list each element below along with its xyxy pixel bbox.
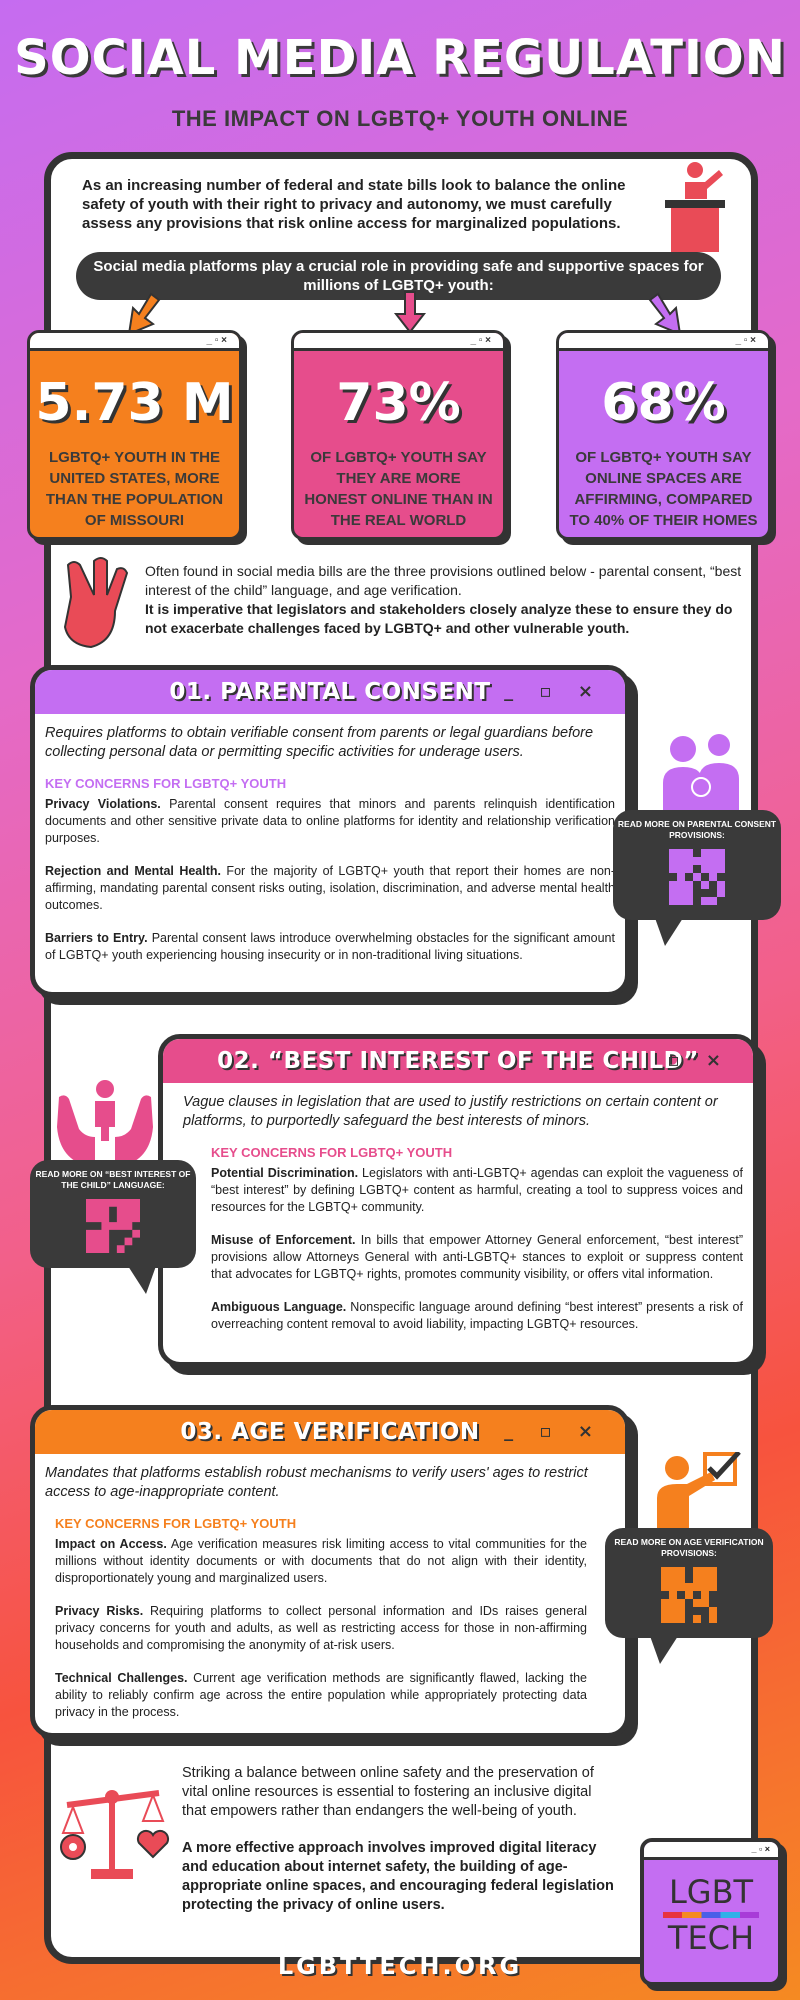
provisions-intro-bold: It is imperative that legislators and st… <box>145 601 733 636</box>
concern-item: Rejection and Mental Health. For the maj… <box>45 864 616 912</box>
section-description: Mandates that platforms establish robust… <box>45 1465 588 1500</box>
concern-item: Impact on Access. Age verification measu… <box>55 1537 587 1585</box>
key-concerns-label: KEY CONCERNS FOR LGBTQ+ YOUTH <box>211 1145 453 1160</box>
window-controls: _ ▫ × <box>559 333 768 351</box>
window-controls: _ ▫ × <box>632 1050 731 1071</box>
section-header: 03. AGE VERIFICATION _ ▫ × <box>35 1410 625 1454</box>
window-controls: _ ▫ × <box>504 681 603 702</box>
section-description: Requires platforms to obtain verifiable … <box>45 725 594 760</box>
page-title: SOCIAL MEDIA REGULATION <box>14 30 786 86</box>
section-header: 01. PARENTAL CONSENT _ ▫ × <box>35 670 625 714</box>
read-more-bubble: READ MORE ON AGE VERIFICATION PROVISIONS… <box>605 1528 773 1638</box>
logo-line-2: TECH <box>667 1919 755 1957</box>
rainbow-stripe <box>663 1912 759 1918</box>
section-title: 03. AGE VERIFICATION <box>180 1419 480 1445</box>
concern-item: Privacy Violations. Parental consent req… <box>45 797 615 845</box>
read-more-label: READ MORE ON AGE VERIFICATION PROVISIONS… <box>614 1537 764 1558</box>
concern-item: Technical Challenges. Current age verifi… <box>55 1671 587 1719</box>
person-checkbox-icon <box>657 1452 741 1528</box>
read-more-bubble: READ MORE ON “BEST INTEREST OF THE CHILD… <box>30 1160 196 1268</box>
arrow-down-icon <box>393 291 427 334</box>
qr-code-icon[interactable] <box>669 849 725 905</box>
arrow-down-icon <box>127 292 161 336</box>
parent-child-icon <box>663 734 739 813</box>
lgbt-tech-logo: _ ▫ × LGBT TECH <box>640 1838 782 1986</box>
provisions-intro-text: Often found in social media bills are th… <box>145 563 742 598</box>
bubble-tail <box>650 1636 678 1664</box>
concern-item: Misuse of Enforcement. In bills that emp… <box>211 1233 743 1281</box>
closing-paragraph-bold: A more effective approach involves impro… <box>182 1840 614 1913</box>
window-controls: _ ▫ × <box>30 333 239 351</box>
section-best-interest: 02. “BEST INTEREST OF THE CHILD” _ ▫ × V… <box>158 1034 758 1367</box>
read-more-bubble: READ MORE ON PARENTAL CONSENT PROVISIONS… <box>613 810 781 920</box>
stat-description: of LGBTQ+ youth say online spaces are af… <box>569 449 758 529</box>
stat-description: LGBTQ+ youth in the United States, more … <box>45 449 224 529</box>
stat-value: 73% <box>336 373 461 433</box>
key-concerns-label: KEY CONCERNS FOR LGBTQ+ YOUTH <box>45 776 287 791</box>
closing-text: Striking a balance between online safety… <box>182 1764 618 1915</box>
window-controls: _ ▫ × <box>504 1421 603 1442</box>
read-more-label: READ MORE ON “BEST INTEREST OF THE CHILD… <box>35 1169 191 1190</box>
section-parental-consent: 01. PARENTAL CONSENT _ ▫ × Requires plat… <box>30 665 630 997</box>
bubble-tail <box>655 918 683 946</box>
provisions-intro: Often found in social media bills are th… <box>145 562 745 638</box>
section-title: 02. “BEST INTEREST OF THE CHILD” <box>217 1048 699 1074</box>
window-controls: _ ▫ × <box>294 333 503 351</box>
stat-card: _ ▫ × 5.73 M LGBTQ+ youth in the United … <box>27 330 242 540</box>
logo-line-1: LGBT <box>668 1873 754 1911</box>
section-description: Vague clauses in legislation that are us… <box>183 1094 718 1129</box>
read-more-label: READ MORE ON PARENTAL CONSENT PROVISIONS… <box>617 819 777 840</box>
concern-item: Ambiguous Language. Nonspecific language… <box>211 1300 743 1331</box>
three-fingers-hand-icon <box>63 557 128 649</box>
section-age-verification: 03. AGE VERIFICATION _ ▫ × Mandates that… <box>30 1405 630 1738</box>
stat-value: 5.73 M <box>35 373 234 433</box>
section-header: 02. “BEST INTEREST OF THE CHILD” _ ▫ × <box>163 1039 753 1083</box>
speaker-podium-icon <box>665 162 725 252</box>
arrow-down-icon <box>648 292 682 336</box>
closing-paragraph: Striking a balance between online safety… <box>182 1765 594 1819</box>
hands-protecting-child-icon <box>57 1080 153 1161</box>
key-concerns-label: KEY CONCERNS FOR LGBTQ+ YOUTH <box>55 1516 297 1531</box>
stat-card: _ ▫ × 73% of LGBTQ+ youth say they are m… <box>291 330 506 540</box>
intro-text: As an increasing number of federal and s… <box>82 177 626 232</box>
bubble-tail <box>128 1266 156 1294</box>
scales-balance-icon <box>60 1790 170 1879</box>
stat-value: 68% <box>601 373 726 433</box>
stat-description: of LGBTQ+ youth say they are more honest… <box>304 449 493 529</box>
qr-code-icon[interactable] <box>661 1567 717 1623</box>
concern-item: Barriers to Entry. Parental consent laws… <box>45 931 615 962</box>
stat-card: _ ▫ × 68% of LGBTQ+ youth say online spa… <box>556 330 771 540</box>
qr-code-icon[interactable] <box>86 1199 140 1253</box>
banner: Social media platforms play a crucial ro… <box>76 252 721 300</box>
concern-item: Potential Discrimination. Legislators wi… <box>211 1166 743 1214</box>
section-title: 01. PARENTAL CONSENT <box>169 679 491 705</box>
concern-item: Privacy Risks. Requiring platforms to co… <box>55 1604 587 1652</box>
window-controls: _ ▫ × <box>644 1842 778 1860</box>
page-subtitle: THE IMPACT ON LGBTQ+ YOUTH ONLINE <box>171 106 629 131</box>
footer-website-link[interactable]: LGBTTECH.ORG <box>277 1952 523 1980</box>
